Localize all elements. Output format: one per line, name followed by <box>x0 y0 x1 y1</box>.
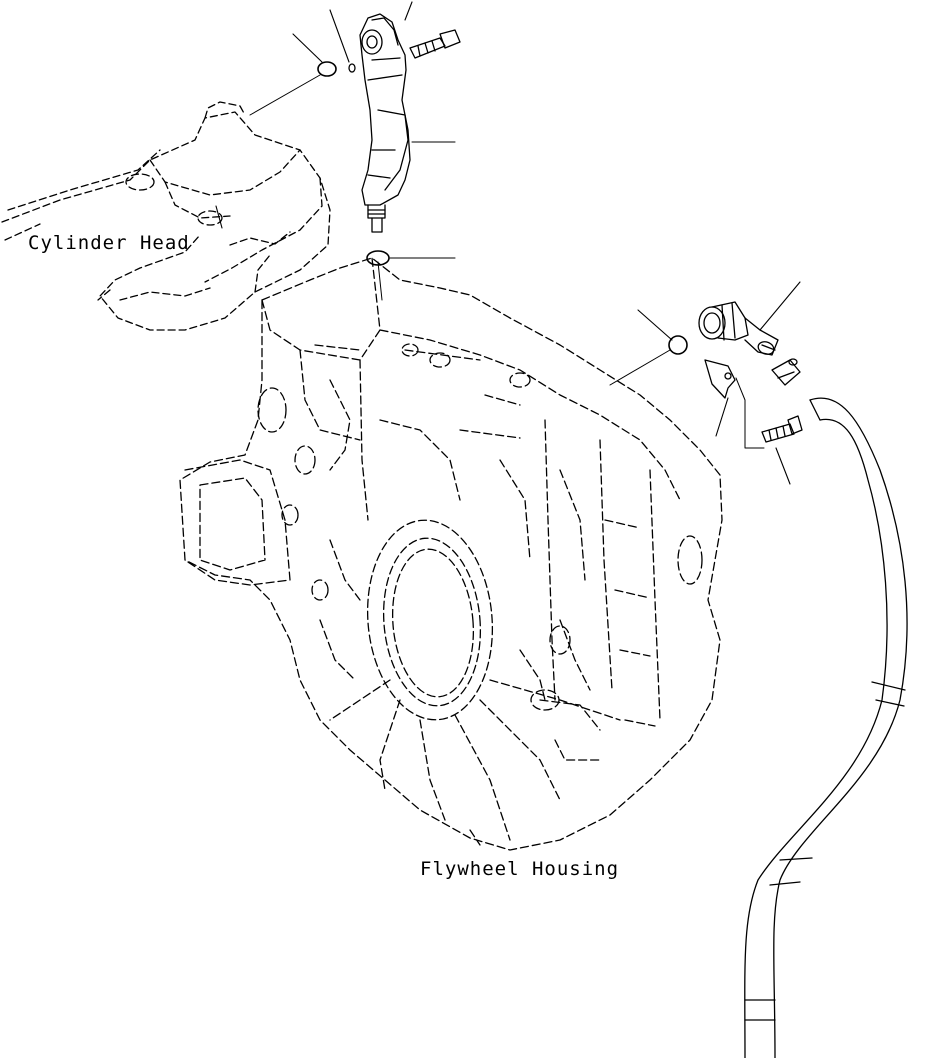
o-ring-right <box>668 335 688 355</box>
label-flywheel-housing: Flywheel Housing <box>420 858 620 880</box>
flywheel-housing <box>179 257 723 851</box>
hose <box>744 397 908 1058</box>
cylinder-head <box>1 101 331 331</box>
o-ring-top <box>317 61 337 77</box>
clip <box>771 358 801 386</box>
label-cylinder-head: Cylinder Head <box>28 232 190 254</box>
bolt-top <box>409 29 461 59</box>
leader-lines <box>215 1 801 485</box>
elbow-fitting <box>698 301 779 356</box>
breather-tube <box>359 13 411 233</box>
bracket <box>704 359 736 399</box>
assembly-lines <box>249 74 765 449</box>
bolt-right <box>761 415 803 443</box>
washer <box>348 63 356 73</box>
